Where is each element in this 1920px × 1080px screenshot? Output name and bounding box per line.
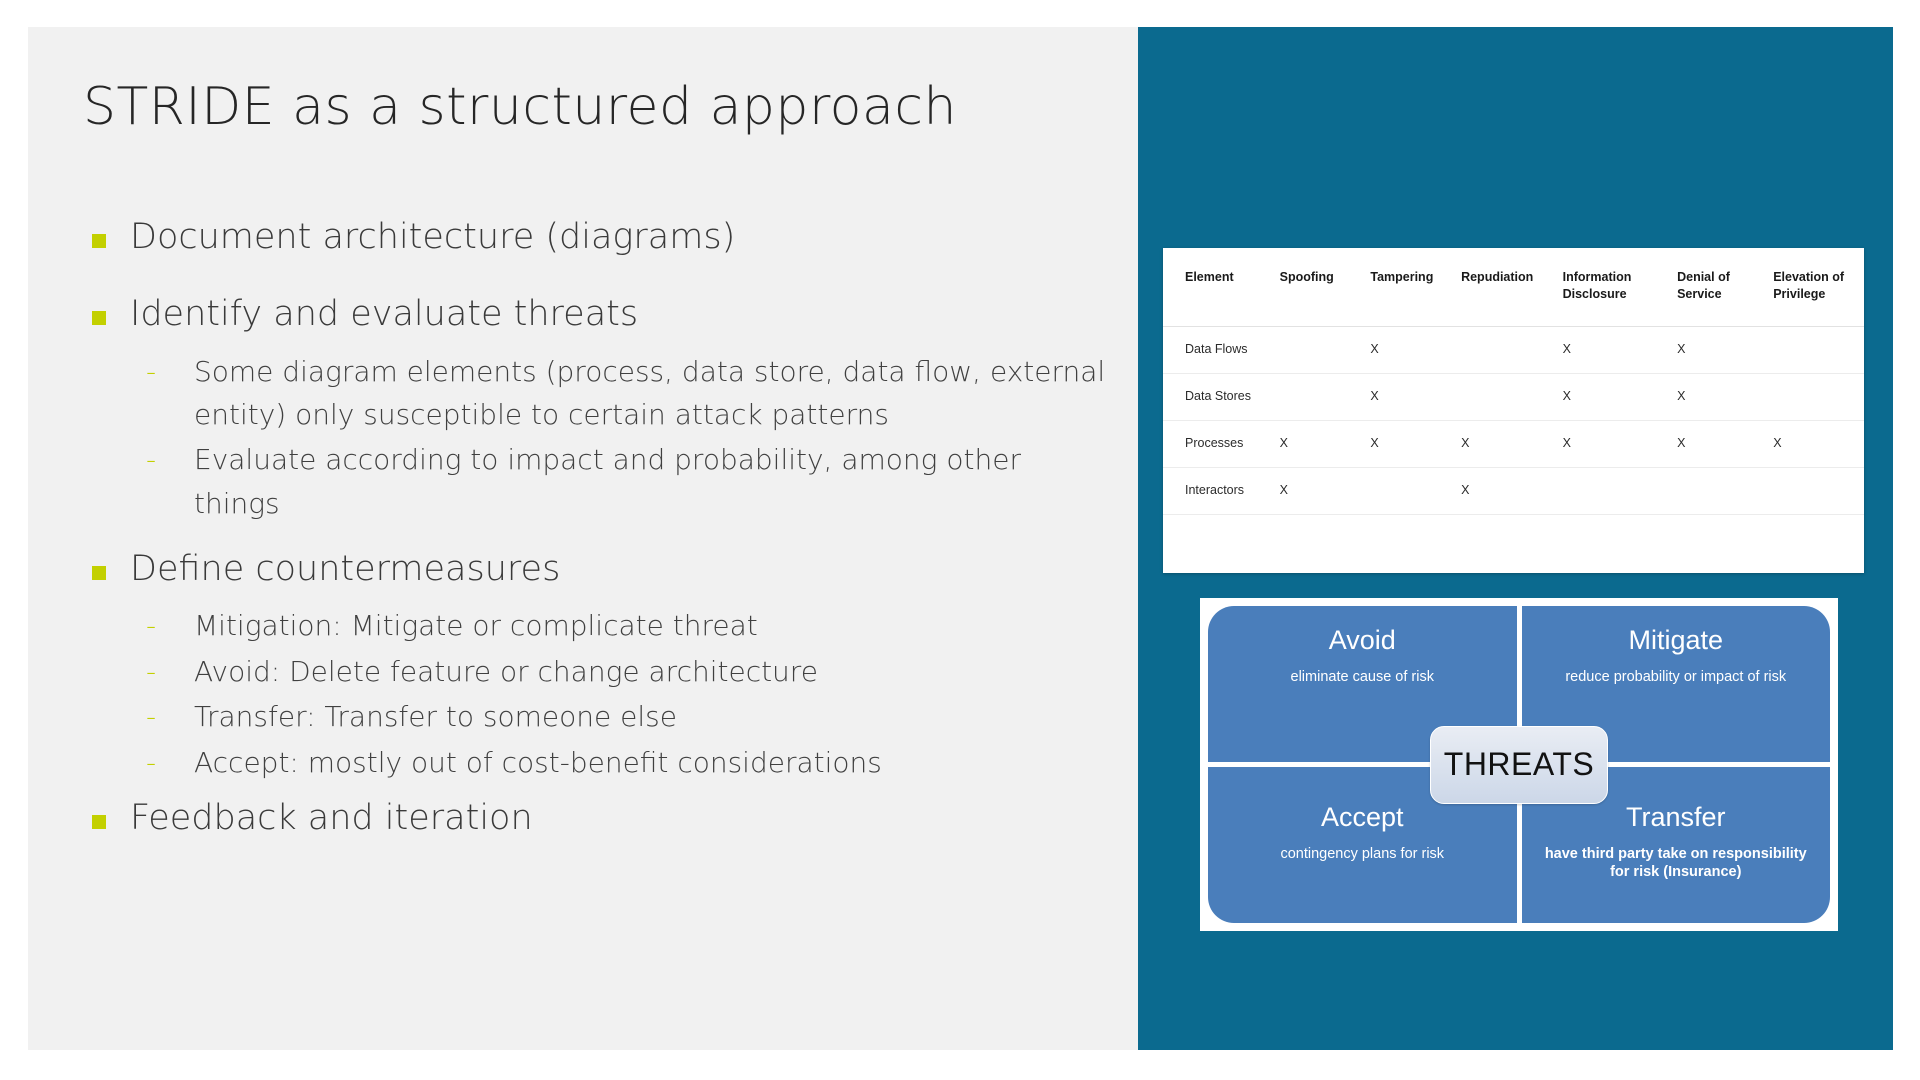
bullet-level2-diagram-elements: - Some diagram elements (process, data s… <box>72 350 1112 437</box>
quadrant-title: Mitigate <box>1628 625 1724 655</box>
quadrant-title: Transfer <box>1625 802 1726 832</box>
cell-spoofing: X <box>1279 420 1371 468</box>
bullet-list: Document architecture (diagrams) Identif… <box>72 217 1112 853</box>
quadrant-subtitle: have third party take on responsibility … <box>1544 845 1807 880</box>
bullet-level2-transfer: - Transfer: Transfer to someone else <box>72 695 1112 738</box>
dash-bullet-icon: - <box>146 354 157 388</box>
spacer <box>72 786 1112 798</box>
left-content-panel: STRIDE as a structured approach Document… <box>28 27 1138 1050</box>
dash-bullet-icon: - <box>146 700 157 734</box>
cell-tampering: X <box>1370 420 1462 468</box>
bullet-level2-avoid: - Avoid: Delete feature or change archit… <box>72 650 1112 693</box>
quadrant-title: Accept <box>1320 802 1404 832</box>
threats-center-badge: THREATS <box>1430 725 1608 804</box>
cell-tampering <box>1370 467 1462 515</box>
bullet-level1-identify-evaluate-threats: Identify and evaluate threats <box>72 294 1112 335</box>
spacer <box>72 272 1112 294</box>
quadrant-title: Avoid <box>1328 625 1396 655</box>
bullet-text: Mitigation: Mitigate or complicate threa… <box>194 609 758 643</box>
column-header-denial-of-service: Denial of Service <box>1677 248 1774 327</box>
row-label-processes: Processes <box>1163 420 1280 468</box>
square-bullet-icon <box>92 566 106 581</box>
stride-matrix-table: Element Spoofing Tampering Repudiation I… <box>1163 248 1864 515</box>
dash-bullet-icon: - <box>146 609 157 643</box>
bullet-text: Avoid: Delete feature or change architec… <box>194 654 818 688</box>
bullet-text: Define countermeasures <box>130 549 561 590</box>
cell-denial-of-service: X <box>1677 373 1774 421</box>
table-row: Data Stores X X X <box>1163 373 1864 421</box>
row-label-data-flows: Data Flows <box>1163 326 1280 374</box>
bullet-level2-mitigation: - Mitigation: Mitigate or complicate thr… <box>72 604 1112 647</box>
dash-bullet-icon: - <box>146 654 157 688</box>
bullet-level1-feedback-iteration: Feedback and iteration <box>72 798 1112 839</box>
bullet-text: Accept: mostly out of cost-benefit consi… <box>194 745 882 779</box>
dash-bullet-icon: - <box>146 745 157 779</box>
dash-bullet-icon: - <box>146 443 157 477</box>
column-header-element: Element <box>1163 248 1280 327</box>
spacer <box>72 527 1112 549</box>
row-label-interactors: Interactors <box>1163 467 1280 515</box>
bullet-level2-evaluate-impact-probability: - Evaluate according to impact and proba… <box>72 438 1112 525</box>
column-header-repudiation: Repudiation <box>1461 248 1563 327</box>
quadrant-grid: Avoid eliminate cause of risk Mitigate r… <box>1208 606 1830 923</box>
cell-repudiation <box>1461 373 1563 421</box>
column-header-tampering: Tampering <box>1370 248 1462 327</box>
cell-spoofing: X <box>1279 467 1371 515</box>
cell-denial-of-service: X <box>1677 326 1774 374</box>
bullet-text: Some diagram elements (process, data sto… <box>194 354 1106 431</box>
cell-spoofing <box>1279 373 1371 421</box>
table-row: Processes X X X X X X <box>1163 420 1864 468</box>
cell-repudiation: X <box>1461 467 1563 515</box>
column-header-spoofing: Spoofing <box>1279 248 1371 327</box>
cell-repudiation <box>1461 326 1563 374</box>
bullet-level2-accept: - Accept: mostly out of cost-benefit con… <box>72 741 1112 784</box>
bullet-text: Identify and evaluate threats <box>130 294 639 335</box>
cell-denial-of-service <box>1677 467 1774 515</box>
bullet-level1-define-countermeasures: Define countermeasures <box>72 549 1112 590</box>
table-header-row: Element Spoofing Tampering Repudiation I… <box>1163 248 1864 327</box>
cell-denial-of-service: X <box>1677 420 1774 468</box>
column-header-information-disclosure: Information Disclosure <box>1562 248 1678 327</box>
cell-information-disclosure: X <box>1562 326 1678 374</box>
cell-elevation-of-privilege <box>1773 373 1864 421</box>
cell-information-disclosure: X <box>1562 420 1678 468</box>
quadrant-subtitle: contingency plans for risk <box>1280 845 1445 862</box>
right-visual-panel: Element Spoofing Tampering Repudiation I… <box>1138 27 1893 1050</box>
risk-response-quadrant: Avoid eliminate cause of risk Mitigate r… <box>1200 598 1838 931</box>
bullet-text: Document architecture (diagrams) <box>130 217 736 257</box>
cell-repudiation: X <box>1461 420 1563 468</box>
cell-elevation-of-privilege <box>1773 467 1864 515</box>
quadrant-subtitle: eliminate cause of risk <box>1290 668 1434 685</box>
square-bullet-icon <box>92 815 106 830</box>
cell-tampering: X <box>1370 326 1462 374</box>
square-bullet-icon <box>92 311 106 326</box>
bullet-text: Feedback and iteration <box>130 798 533 839</box>
quadrant-subtitle: reduce probability or impact of risk <box>1565 668 1787 685</box>
cell-tampering: X <box>1370 373 1462 421</box>
table-row: Data Flows X X X <box>1163 326 1864 374</box>
table-row: Interactors X X <box>1163 467 1864 515</box>
quadrant-avoid: Avoid eliminate cause of risk <box>1208 606 1517 762</box>
stride-matrix-card: Element Spoofing Tampering Repudiation I… <box>1163 248 1864 573</box>
cell-spoofing <box>1279 326 1371 374</box>
bullet-text: Transfer: Transfer to someone else <box>194 700 677 734</box>
row-label-data-stores: Data Stores <box>1163 373 1280 421</box>
cell-information-disclosure <box>1562 467 1678 515</box>
column-header-elevation-of-privilege: Elevation of Privilege <box>1773 248 1864 327</box>
cell-elevation-of-privilege <box>1773 326 1864 374</box>
bullet-text: Evaluate according to impact and probabi… <box>194 443 1021 520</box>
cell-information-disclosure: X <box>1562 373 1678 421</box>
square-bullet-icon <box>92 234 106 248</box>
cell-elevation-of-privilege: X <box>1773 420 1864 468</box>
page-title: STRIDE as a structured approach <box>83 77 957 137</box>
bullet-level1-document-architecture: Document architecture (diagrams) <box>72 217 1112 258</box>
